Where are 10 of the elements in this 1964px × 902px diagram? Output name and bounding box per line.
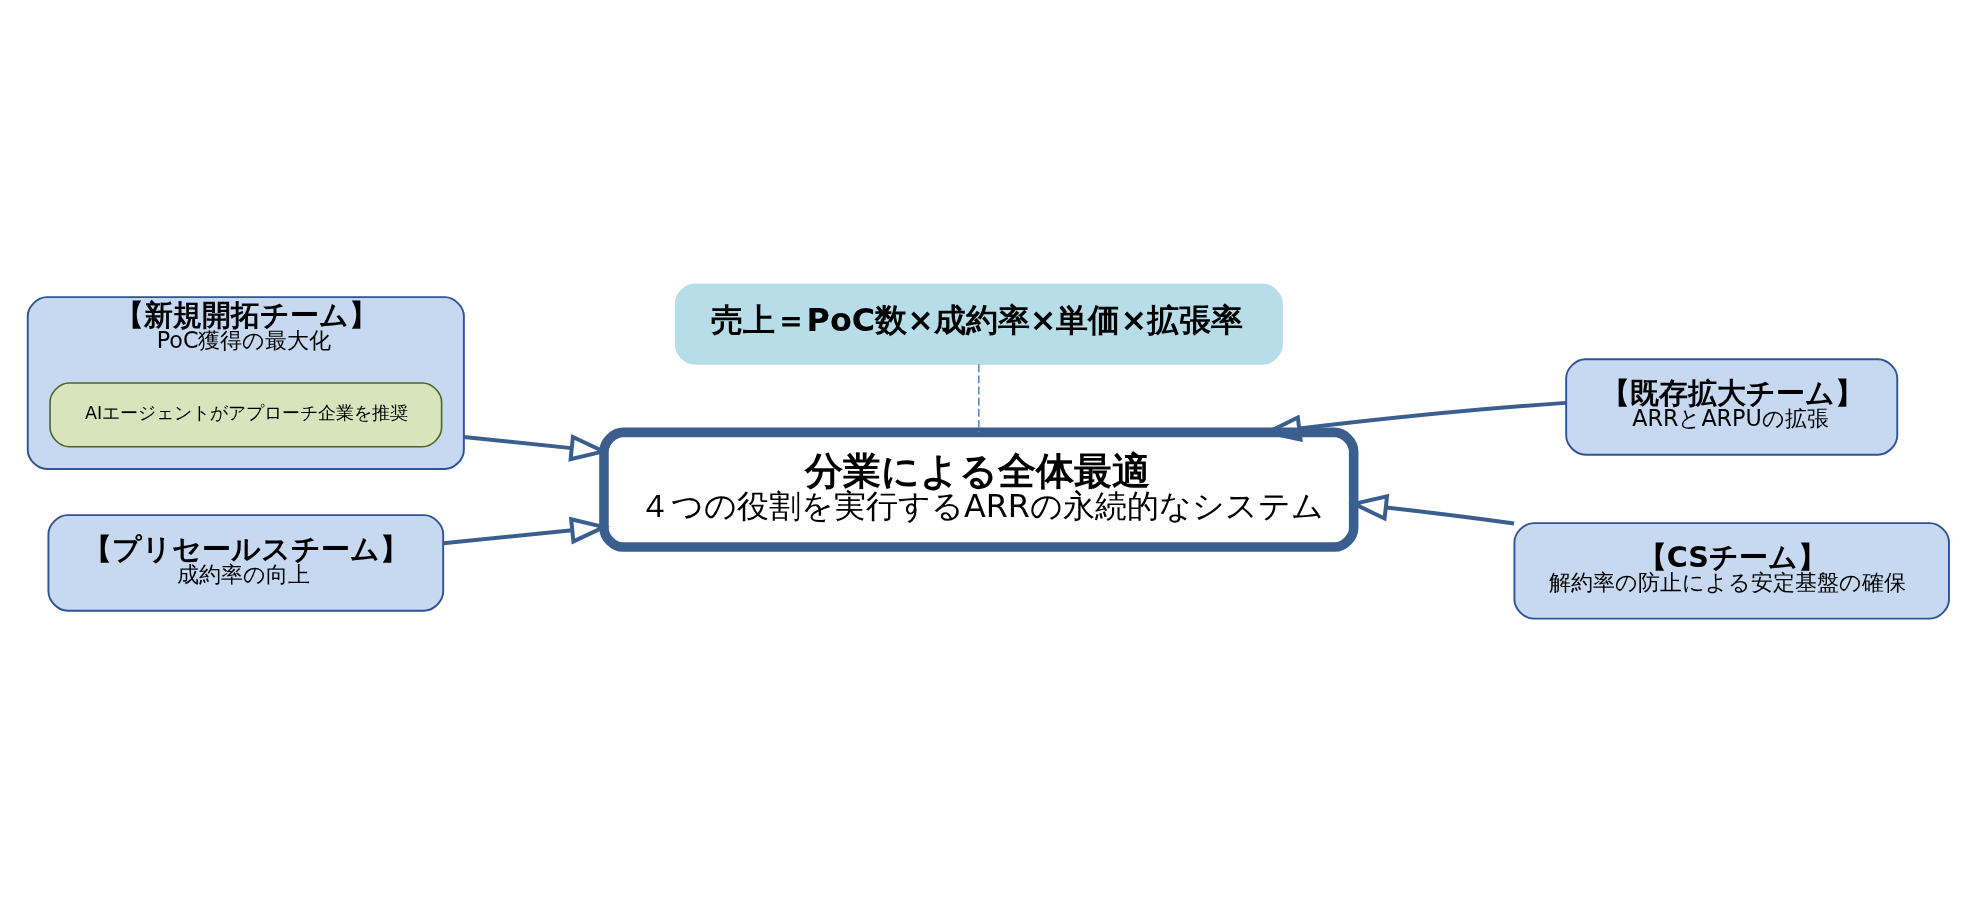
connector bbox=[978, 362, 980, 433]
arrow bbox=[443, 516, 610, 545]
node-box: 分業による全体最適 ４つの役割を実行するARRの永続的なシステム bbox=[599, 427, 1359, 552]
arrow bbox=[1348, 493, 1515, 525]
node-box: AIエージェントがアプローチ企業を推奨 bbox=[49, 381, 443, 447]
arrow bbox=[463, 433, 610, 462]
node-box: 【既存拡大チーム】 ARRとARPUの拡張 bbox=[1565, 357, 1899, 456]
node-box: 【CSチーム】 解約率の防止による安定基盤の確保 bbox=[1513, 521, 1950, 620]
node-box: 【プリセールスチーム】 成約率の向上 bbox=[47, 513, 445, 612]
node-box: 売上＝PoC数×成約率×単価×拡張率 bbox=[674, 283, 1283, 365]
